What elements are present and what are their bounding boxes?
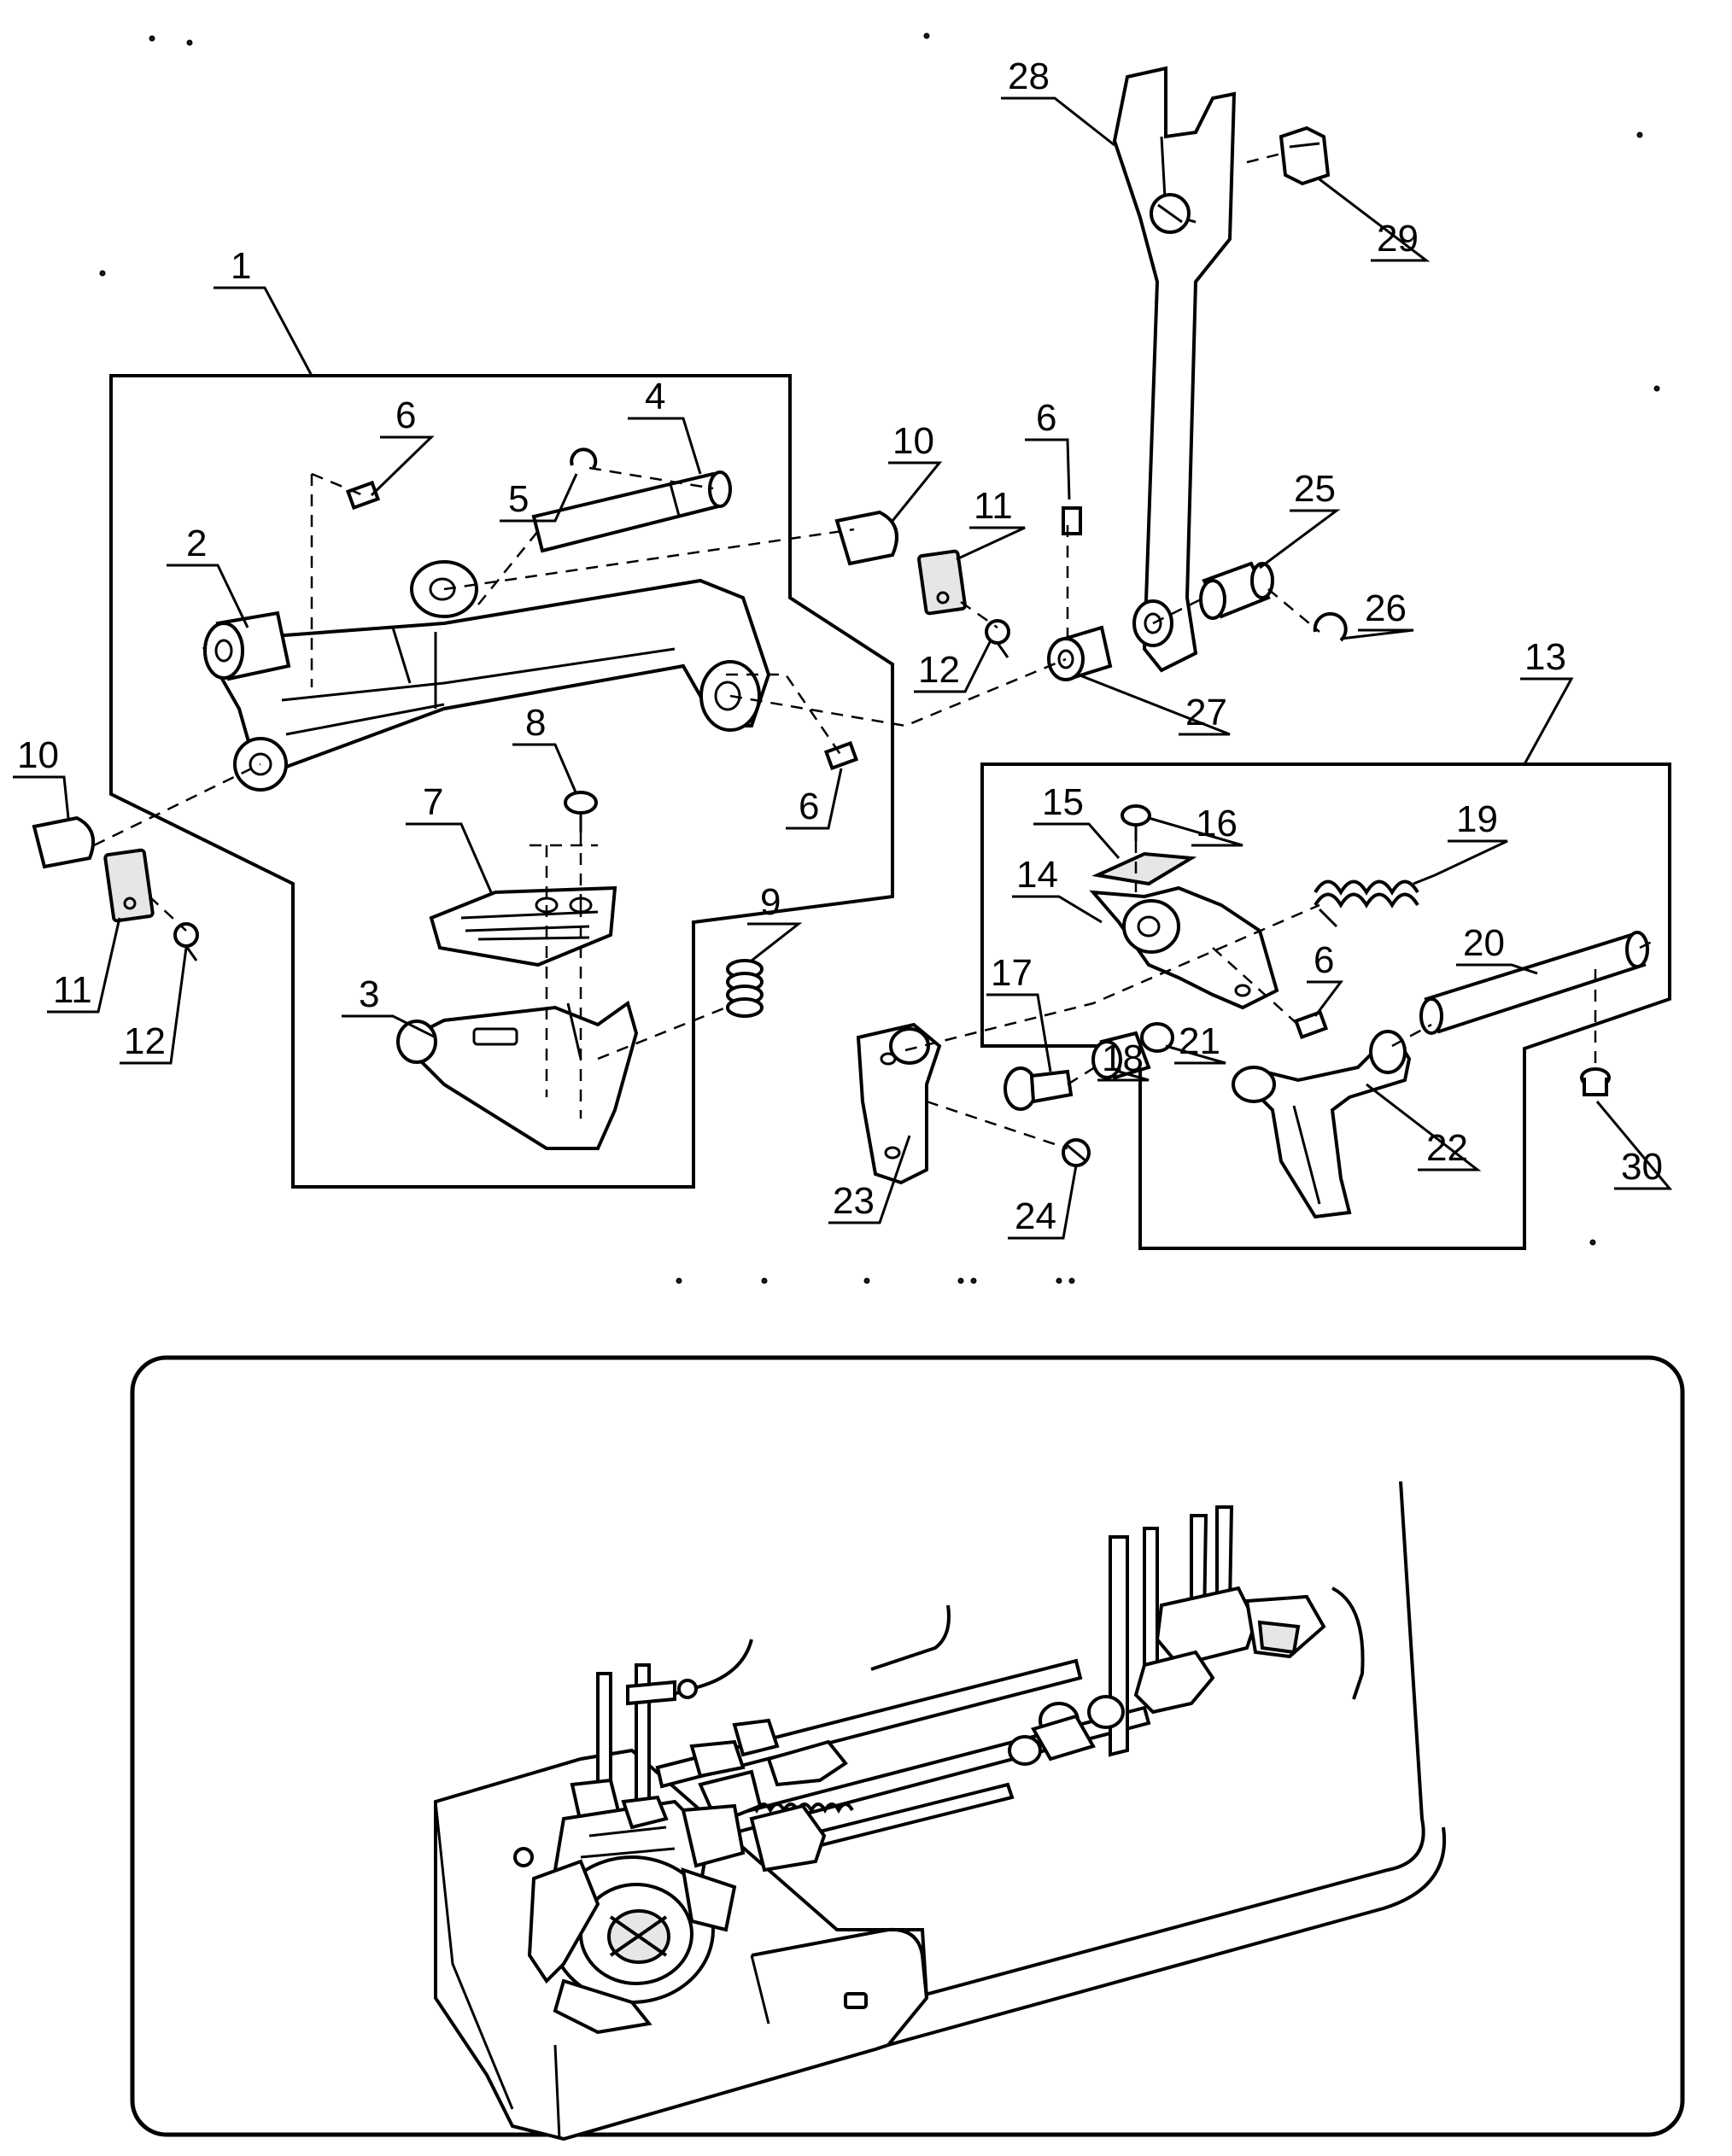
callout-18: 18 [1102, 1037, 1144, 1079]
part-25-pin [1199, 561, 1274, 620]
part-29-block [1279, 126, 1331, 186]
callout-6-a: 6 [395, 394, 416, 436]
machine-view-frame [130, 1355, 1685, 2137]
needle-bar-frame [202, 560, 771, 792]
callout-8: 8 [525, 702, 546, 744]
part-9-spring [726, 959, 764, 1018]
callout-29: 29 [1377, 218, 1419, 260]
callout-1: 1 [231, 245, 251, 287]
callout-22: 22 [1426, 1127, 1468, 1169]
callout-13: 13 [1524, 636, 1566, 678]
part-3-feed-bar [396, 1000, 639, 1150]
callout-6-b: 6 [1036, 397, 1056, 439]
callout-12-a: 12 [918, 649, 960, 691]
callout-21: 21 [1179, 1020, 1220, 1062]
callout-17: 17 [991, 952, 1033, 994]
part-17-screw [1004, 1066, 1074, 1111]
part-19-spring [1314, 874, 1436, 928]
group-1-frame [109, 374, 894, 1189]
callout-9: 9 [760, 881, 781, 923]
leader-lines [13, 96, 1673, 1240]
callout-7: 7 [423, 781, 443, 823]
set-screw-icon [345, 480, 1329, 1040]
part-18-collar [1091, 1031, 1151, 1080]
callout-11-a: 11 [974, 485, 1013, 527]
part-10-cap [32, 510, 898, 869]
part-26-clip [1313, 611, 1348, 642]
callout-3: 3 [359, 973, 379, 1015]
callout-24: 24 [1015, 1195, 1056, 1237]
specks [99, 32, 1660, 1284]
callout-30: 30 [1621, 1146, 1663, 1188]
callout-14: 14 [1016, 854, 1058, 896]
callout-6-c: 6 [799, 786, 819, 827]
part-8-screw [564, 791, 598, 833]
part-11-plate [103, 549, 967, 923]
callout-25: 25 [1294, 468, 1336, 510]
callout-6-d: 6 [1314, 939, 1334, 981]
callout-23: 23 [833, 1180, 875, 1222]
part-12-screw [173, 619, 1010, 961]
part-2-bushing [203, 611, 291, 681]
callout-2: 2 [186, 523, 207, 564]
part-23-lever [856, 1022, 942, 1185]
part-4-shaft [531, 470, 732, 553]
callout-16: 16 [1196, 803, 1238, 844]
callout-27: 27 [1185, 692, 1227, 733]
callout-19: 19 [1456, 798, 1498, 840]
callout-11-b: 11 [53, 969, 92, 1011]
part-21-nut [1140, 1022, 1174, 1053]
part-24-screw [1062, 1138, 1091, 1167]
part-22-bracket [1232, 1030, 1412, 1219]
part-30-screw [1580, 1067, 1611, 1096]
callout-4: 4 [645, 376, 665, 418]
callout-10-a: 10 [892, 420, 934, 462]
machine-illustration [434, 1481, 1447, 2141]
group-13-frame [980, 762, 1671, 1250]
callout-5: 5 [508, 478, 529, 520]
callout-12-b: 12 [124, 1020, 166, 1062]
callout-10-b: 10 [17, 734, 59, 776]
part-16-screw [1121, 804, 1151, 841]
callout-15: 15 [1042, 781, 1084, 823]
callout-26: 26 [1365, 587, 1407, 629]
part-28-lever [1112, 66, 1237, 673]
part-20-shaft [1419, 931, 1649, 1035]
callout-28: 28 [1008, 56, 1050, 97]
callout-labels: 1 2 3 4 5 6 6 6 6 7 8 9 10 10 11 11 12 1… [17, 56, 1663, 1237]
part-5-clip [570, 447, 598, 470]
part-15-plate [1091, 851, 1197, 886]
part-27-collar [1047, 625, 1113, 681]
part-14-block [1089, 885, 1279, 1010]
part-7-feed-dog [429, 885, 617, 967]
assembly-lines [93, 152, 1658, 1150]
callout-20: 20 [1463, 922, 1505, 964]
